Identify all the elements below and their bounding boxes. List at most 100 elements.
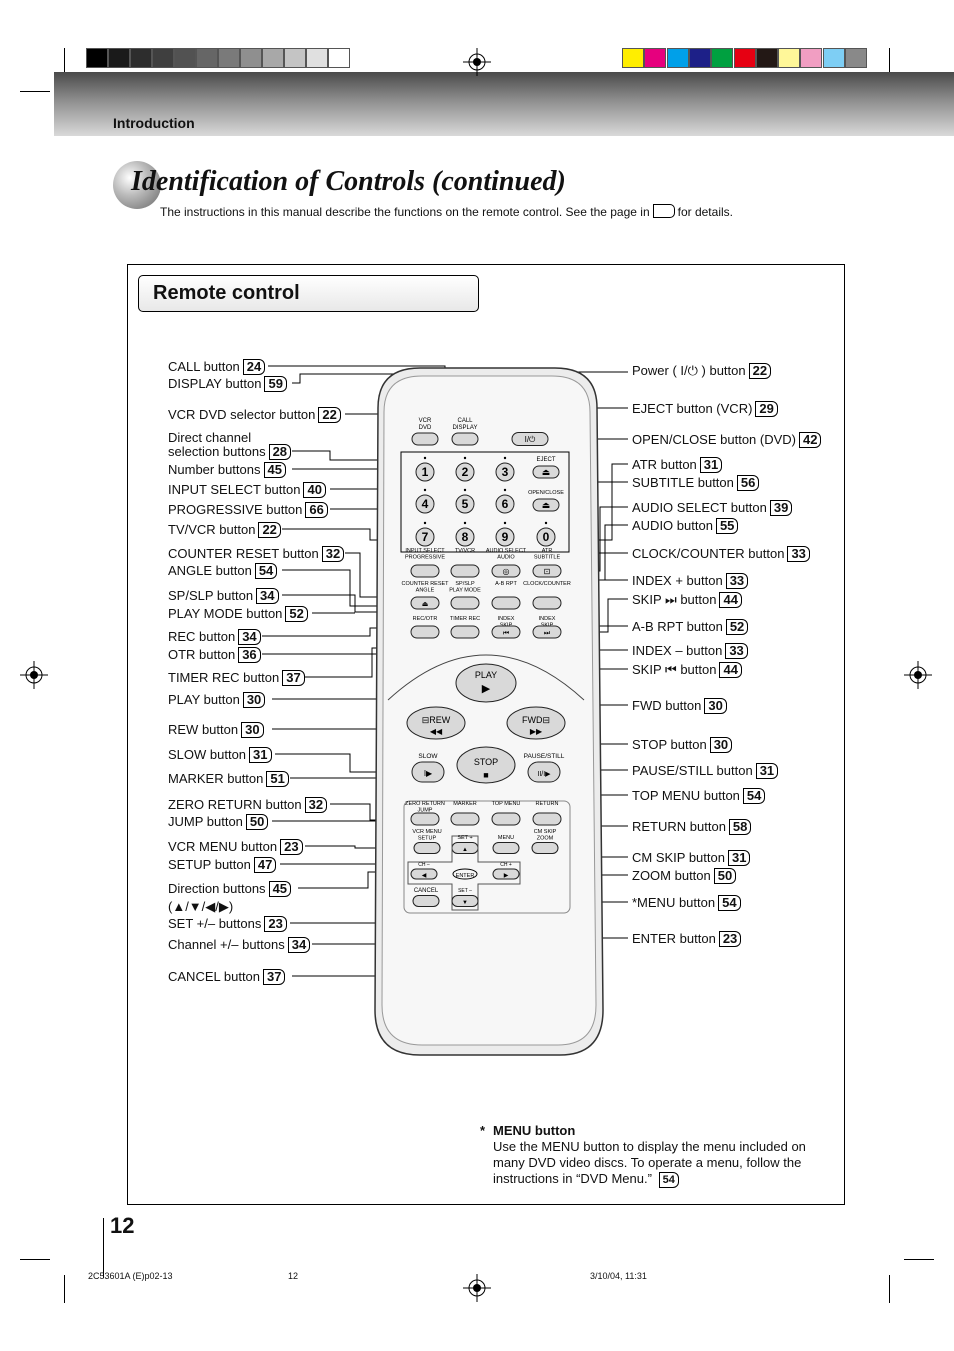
callout-text: ATR button	[632, 457, 697, 472]
page-ref: 34	[238, 629, 261, 645]
color-swatch	[622, 48, 644, 68]
set-minus-button	[451, 895, 479, 907]
row-a-button-2	[491, 564, 521, 578]
subtitle-icon: ⊡	[544, 567, 551, 576]
header-banner	[54, 72, 954, 136]
gray-swatch	[284, 48, 306, 68]
digit-9-button	[495, 527, 515, 547]
vcr-menu-label: SETUP	[418, 836, 437, 842]
callout-text: CLOCK/COUNTER button	[632, 546, 785, 561]
callout-text: ZERO RETURN button	[168, 797, 302, 812]
page-ref: 50	[245, 814, 269, 830]
call-display-button	[451, 432, 479, 446]
callout-text: EJECT button (VCR)	[632, 401, 753, 416]
callout-text: OTR button	[168, 647, 236, 662]
callout-text: Direct channel	[168, 430, 252, 445]
open-close-label: OPEN/CLOSE	[528, 490, 564, 496]
eject-label: EJECT	[536, 457, 555, 463]
crop-mark	[64, 48, 65, 76]
callout-text: INDEX – button	[632, 643, 723, 658]
callout-line	[292, 450, 401, 461]
eject-button	[532, 465, 560, 479]
digit-dot	[544, 521, 548, 525]
callout-text: SUBTITLE button	[632, 475, 734, 490]
enter-button	[452, 868, 478, 880]
stop-label: STOP	[474, 757, 498, 767]
footer-date: 3/10/04, 11:31	[590, 1271, 647, 1281]
open-close-icon: ⏏	[542, 500, 551, 510]
page-ref: 54	[254, 563, 278, 579]
call-display-label: DISPLAY	[453, 425, 478, 431]
page-ref: 33	[725, 643, 748, 659]
page-ref: 42	[799, 432, 822, 448]
callout-text: AUDIO button	[632, 518, 713, 533]
digit-5-button	[455, 494, 475, 514]
callout-text: (▲/▼/◀/▶)	[168, 899, 234, 914]
row-c-label-3: INDEX	[539, 616, 556, 622]
callout-text: RETURN button	[632, 819, 726, 834]
digit-dot	[503, 488, 507, 492]
page-ref: 37	[263, 969, 286, 985]
vcr-dvd-button	[411, 432, 439, 446]
crop-mark	[904, 1259, 934, 1260]
gray-swatch	[174, 48, 196, 68]
digit-dot	[423, 488, 427, 492]
page-ref: 31	[249, 747, 272, 763]
callout-text: SETUP button	[168, 857, 251, 872]
ch-minus-button	[410, 868, 438, 880]
page-ref: 50	[713, 868, 737, 884]
row-d-button-3	[532, 812, 562, 826]
callout-text: SET +/– buttons	[168, 916, 262, 931]
intro-text-before: The instructions in this manual describe…	[160, 205, 650, 219]
row-a-label-0: INPUT SELECT	[405, 548, 445, 554]
digit-dot	[463, 456, 467, 460]
callout-text: PROGRESSIVE button	[168, 502, 303, 517]
page-ref: 45	[268, 881, 292, 897]
digit-1-label: 1	[422, 465, 429, 479]
enter-label: ENTER	[456, 873, 475, 879]
page-number-rule	[103, 1218, 104, 1278]
digit-4-button	[415, 494, 435, 514]
cm-skip-button	[531, 842, 559, 854]
play-button	[455, 663, 517, 703]
rew-icon: ◀◀	[430, 727, 443, 736]
title-bullet	[113, 161, 161, 209]
crop-mark	[20, 91, 50, 92]
row-a-button-3	[532, 564, 562, 578]
skip-prev-icon: ⏮	[503, 630, 509, 637]
down-icon: ▼	[462, 900, 468, 906]
callout-text: COUNTER RESET button	[168, 546, 319, 561]
callout-text: TV/VCR button	[168, 522, 256, 537]
callout-text: ZOOM button	[632, 868, 711, 883]
callout-text: INPUT SELECT button	[168, 482, 301, 497]
row-a-label-3: SUBTITLE	[534, 555, 561, 561]
row-b-label-2: A-B RPT	[495, 581, 517, 587]
gray-swatch	[152, 48, 174, 68]
row-c-label-1: TIMER REC	[450, 616, 480, 622]
row-d-button-0	[410, 812, 440, 826]
cm-skip-label: CM SKIP	[534, 829, 557, 835]
note-title: MENU button	[493, 1123, 576, 1138]
callout-text: PAUSE/STILL button	[632, 763, 753, 778]
crop-mark	[889, 1275, 890, 1303]
up-icon: ▲	[462, 847, 468, 853]
callout-text: selection buttons	[168, 444, 266, 459]
page-ref: 31	[727, 850, 751, 866]
digit-2-label: 2	[462, 465, 469, 479]
right-callout-label: OPEN/CLOSE button (DVD)42	[632, 432, 822, 448]
page-ref: 37	[282, 670, 305, 686]
row-a-label-0: PROGRESSIVE	[405, 555, 445, 561]
